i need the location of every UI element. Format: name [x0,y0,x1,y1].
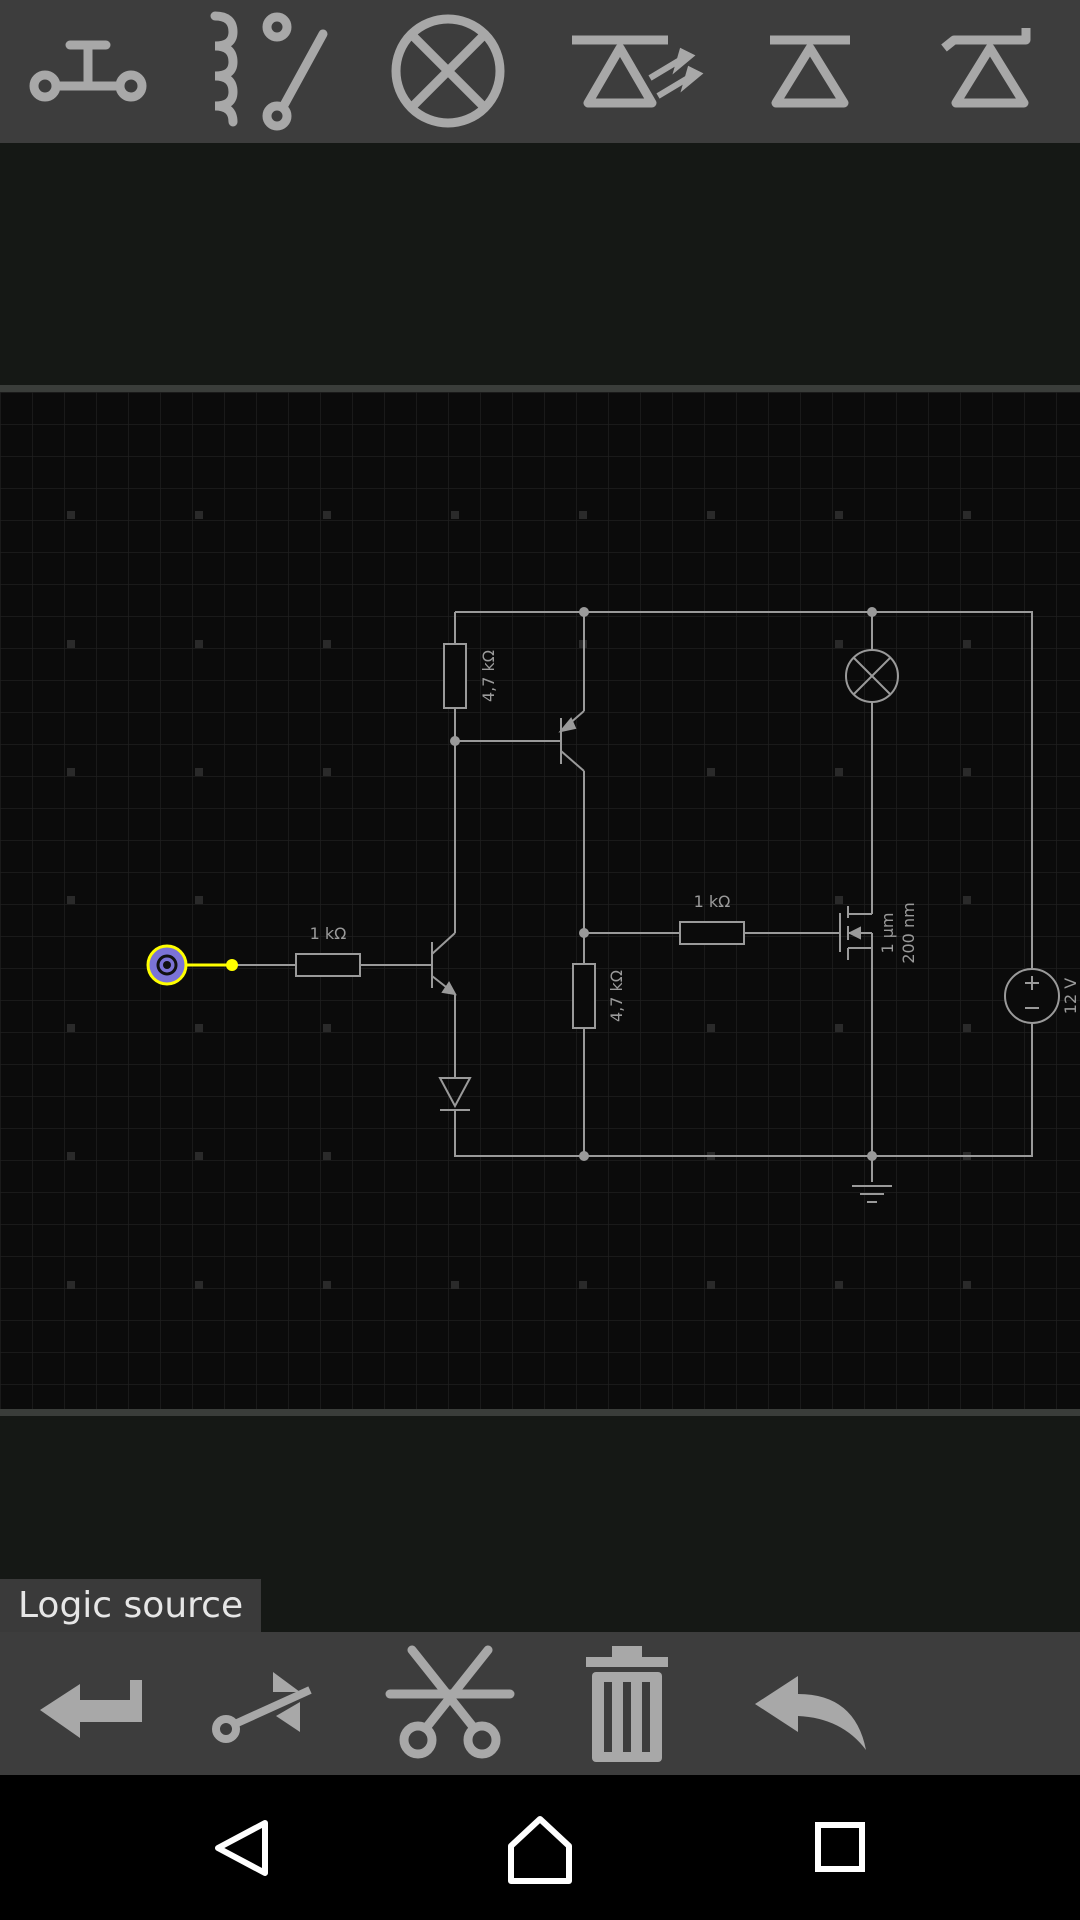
wires [232,611,1033,1182]
ground[interactable] [852,1185,892,1203]
diode-tool[interactable] [720,0,900,143]
lamp[interactable] [845,649,899,703]
lamp-icon [391,14,505,128]
component-toolbar [0,0,1080,143]
selected-component-label: Logic source [0,1579,262,1632]
canvas-top-border [0,385,1080,392]
mosfet-width: 200 nm [899,902,918,963]
zener-diode-icon [941,28,1031,108]
undo-icon [755,1676,866,1750]
diode[interactable] [438,1077,472,1111]
r3-value: 1 kΩ [694,892,731,911]
scissors-icon [385,1645,515,1759]
relay-tool[interactable] [180,0,360,143]
led-icon [572,35,704,108]
mirror-button[interactable] [180,1632,360,1775]
diode-icon [770,35,850,108]
pnp-transistor[interactable] [558,710,585,772]
npn-transistor[interactable] [431,932,457,996]
r2-value: 1 kΩ [310,924,347,943]
resistor-r2[interactable]: 1 kΩ [295,924,361,977]
recents-square-icon [815,1822,865,1872]
home-icon [508,1816,572,1884]
nmos-transistor[interactable] [839,906,873,960]
logic-source[interactable] [146,944,238,986]
rotate-arrow-icon [40,1680,142,1738]
system-navigation-bar [0,1775,1080,1920]
source-voltage: 12 V [1061,978,1080,1014]
resistor-r3[interactable]: 1 kΩ [679,892,745,945]
junctions [450,607,877,1161]
nav-home-button[interactable] [440,1775,640,1920]
led-tool[interactable] [540,0,720,143]
undo-button[interactable] [720,1632,900,1775]
resistor-r4[interactable]: 4,7 kΩ [572,963,626,1029]
grid [0,392,1080,1409]
edit-toolbar [0,1632,1080,1775]
rotate-button[interactable] [0,1632,180,1775]
push-button-tool[interactable] [0,0,180,143]
circuit-drawing[interactable]: 4,7 kΩ 1 kΩ [0,392,1080,1409]
back-triangle-icon [215,1820,268,1876]
mirror-icon [212,1672,312,1743]
canvas-bottom-border [0,1409,1080,1416]
zener-diode-tool[interactable] [900,0,1080,143]
relay-icon [210,11,328,131]
trash-icon [586,1646,668,1762]
nav-recents-button[interactable] [740,1775,940,1920]
voltage-source[interactable]: 12 V [1004,968,1080,1024]
circuit-canvas[interactable]: 4,7 kΩ 1 kΩ [0,392,1080,1409]
nav-back-button[interactable] [140,1775,340,1920]
r4-value: 4,7 kΩ [607,970,626,1022]
resistor-r1[interactable]: 4,7 kΩ [443,643,498,709]
workspace-margin-top [0,143,1080,385]
delete-button[interactable] [540,1632,720,1775]
r1-value: 4,7 kΩ [479,650,498,702]
mosfet-length: 1 µm [878,912,897,953]
lamp-tool[interactable] [360,0,540,143]
push-button-icon [29,40,147,102]
cut-button[interactable] [360,1632,540,1775]
